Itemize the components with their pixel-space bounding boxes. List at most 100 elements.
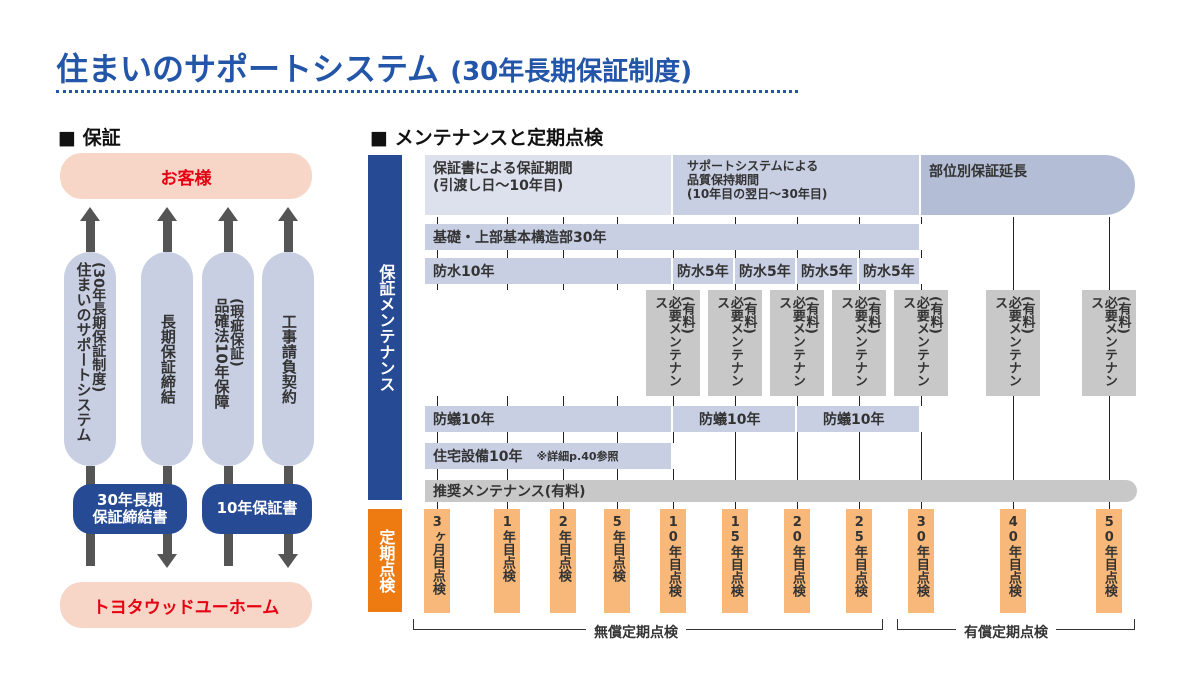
timeline-tick bbox=[859, 284, 860, 290]
timeline-tick bbox=[437, 502, 438, 509]
row-label: 防蟻10年 bbox=[699, 412, 761, 428]
required-maintenance-note: (有料) bbox=[865, 296, 881, 334]
timeline-tick bbox=[673, 250, 674, 258]
column-label: 長期保証締結 bbox=[158, 314, 177, 404]
timeline-tick bbox=[563, 396, 564, 406]
period-line-3: (10年目の翌日〜30年目) bbox=[687, 186, 828, 201]
inspection-label: 50年目点検 bbox=[1101, 515, 1117, 597]
timeline-tick bbox=[507, 217, 508, 224]
timeline-tick bbox=[617, 502, 618, 509]
arrow-down-icon bbox=[157, 554, 177, 568]
timeline-tick bbox=[507, 250, 508, 258]
timeline-tick bbox=[735, 502, 736, 509]
arrow-up-icon bbox=[157, 207, 177, 221]
row-termite: 防蟻10年 bbox=[797, 406, 919, 432]
side-label-warranty-maintenance: 保証メンテナンス bbox=[368, 155, 402, 500]
required-maintenance-box: 必要メンテナンス(有料) bbox=[832, 290, 886, 396]
inspection-label: 15年目点検 bbox=[727, 515, 743, 597]
arrow-down-4 bbox=[278, 554, 298, 568]
required-maintenance-box: 必要メンテナンス(有料) bbox=[986, 290, 1040, 396]
required-maintenance-note: (有料) bbox=[1019, 296, 1035, 334]
title-main: 住まいのサポートシステム bbox=[56, 50, 440, 88]
timeline-tick bbox=[563, 250, 564, 258]
required-maintenance-label: 必要メンテナンス bbox=[652, 296, 681, 387]
row-label: 防水5年 bbox=[801, 264, 853, 280]
timeline-tick bbox=[563, 432, 564, 443]
timeline-tick bbox=[921, 217, 922, 224]
timeline-guide-line bbox=[797, 432, 798, 480]
customer-box: お客様 bbox=[60, 153, 312, 199]
document-10yr-certificate: 10年保証書 bbox=[202, 484, 312, 534]
document-label: 10年保証書 bbox=[216, 499, 298, 518]
warranty-column-construction-contract: 工事請負契約 bbox=[262, 252, 314, 466]
row-label: 基礎・上部基本構造部30年 bbox=[433, 230, 607, 246]
inspection-label: 30年目点検 bbox=[913, 515, 929, 597]
inspection-box: 5年目点検 bbox=[604, 509, 630, 613]
timeline-tick bbox=[859, 250, 860, 258]
row-note: ※詳細p.40参照 bbox=[536, 450, 619, 463]
required-maintenance-box: 必要メンテナンス(有料) bbox=[770, 290, 824, 396]
inspection-box: 10年目点検 bbox=[660, 509, 686, 613]
timeline-tick bbox=[859, 217, 860, 224]
timeline-tick bbox=[437, 469, 438, 480]
row-label: 防水5年 bbox=[739, 264, 791, 280]
timeline-tick bbox=[617, 432, 618, 443]
timeline-tick bbox=[735, 250, 736, 258]
timeline-tick bbox=[437, 250, 438, 258]
period-line-2: (引渡し日〜10年目) bbox=[433, 177, 564, 194]
inspection-box: 50年目点検 bbox=[1096, 509, 1122, 613]
timeline-tick bbox=[507, 432, 508, 443]
timeline-tick bbox=[859, 396, 860, 406]
inspection-box: 25年目点検 bbox=[846, 509, 872, 613]
row-label: 防水10年 bbox=[433, 264, 495, 280]
required-maintenance-box: 必要メンテナンス(有料) bbox=[894, 290, 948, 396]
row-label: 防蟻10年 bbox=[433, 412, 495, 428]
timeline-tick bbox=[617, 217, 618, 224]
timeline-tick bbox=[921, 284, 922, 290]
timeline-tick bbox=[921, 396, 922, 406]
required-maintenance-label: 必要メンテナンス bbox=[776, 296, 805, 387]
timeline-tick bbox=[797, 502, 798, 509]
column-label: 工事請負契約 bbox=[279, 314, 298, 404]
required-maintenance-label: 必要メンテナンス bbox=[900, 296, 929, 387]
period-support-system: サポートシステムによる 品質保持期間 (10年目の翌日〜30年目) bbox=[673, 155, 919, 215]
timeline-tick bbox=[507, 502, 508, 509]
customer-label: お客様 bbox=[160, 168, 212, 189]
timeline-tick bbox=[673, 502, 674, 509]
title-subtitle: (30年長期保証制度) bbox=[450, 57, 693, 87]
arrow-up-4 bbox=[278, 207, 298, 221]
side-label-inspection: 定期点検 bbox=[368, 509, 402, 612]
row-waterproof-10: 防水10年 bbox=[425, 258, 671, 284]
inspection-box: 3ヶ月目点検 bbox=[424, 509, 450, 613]
column-sublabel: (30年長期保証制度) bbox=[90, 262, 107, 393]
row-waterproof-5: 防水5年 bbox=[735, 258, 795, 284]
timeline-tick bbox=[563, 217, 564, 224]
title-dotted-underline bbox=[56, 90, 798, 93]
inspection-label: 1年目点検 bbox=[499, 515, 515, 582]
required-maintenance-label: 必要メンテナンス bbox=[838, 296, 867, 387]
arrow-up-3 bbox=[218, 207, 238, 221]
inspection-box: 2年目点検 bbox=[550, 509, 576, 613]
inspection-box: 20年目点検 bbox=[784, 509, 810, 613]
company-label: トヨタウッドユーホーム bbox=[92, 597, 280, 618]
inspection-box: 30年目点検 bbox=[908, 509, 934, 613]
period-extension: 部位別保証延長 bbox=[921, 155, 1135, 215]
row-termite: 防蟻10年 bbox=[673, 406, 795, 432]
inspection-box: 15年目点検 bbox=[722, 509, 748, 613]
free-inspection-label: 無償定期点検 bbox=[586, 622, 686, 642]
document-30yr-agreement: 30年長期 保証締結書 bbox=[73, 484, 187, 534]
required-maintenance-box: 必要メンテナンス(有料) bbox=[1082, 290, 1136, 396]
row-waterproof-5: 防水5年 bbox=[797, 258, 857, 284]
period-warranty-certificate: 保証書による保証期間 (引渡し日〜10年目) bbox=[425, 155, 671, 215]
timeline-tick bbox=[735, 396, 736, 406]
inspection-label: 5年目点検 bbox=[609, 515, 625, 582]
arrow-up-icon bbox=[80, 207, 100, 221]
arrow-up-2 bbox=[157, 207, 177, 221]
row-waterproof-5: 防水5年 bbox=[673, 258, 733, 284]
timeline-guide-line bbox=[859, 432, 860, 480]
timeline-tick bbox=[673, 469, 674, 480]
required-maintenance-note: (有料) bbox=[803, 296, 819, 334]
timeline-tick bbox=[563, 469, 564, 480]
required-maintenance-note: (有料) bbox=[741, 296, 757, 334]
timeline-tick bbox=[617, 396, 618, 406]
